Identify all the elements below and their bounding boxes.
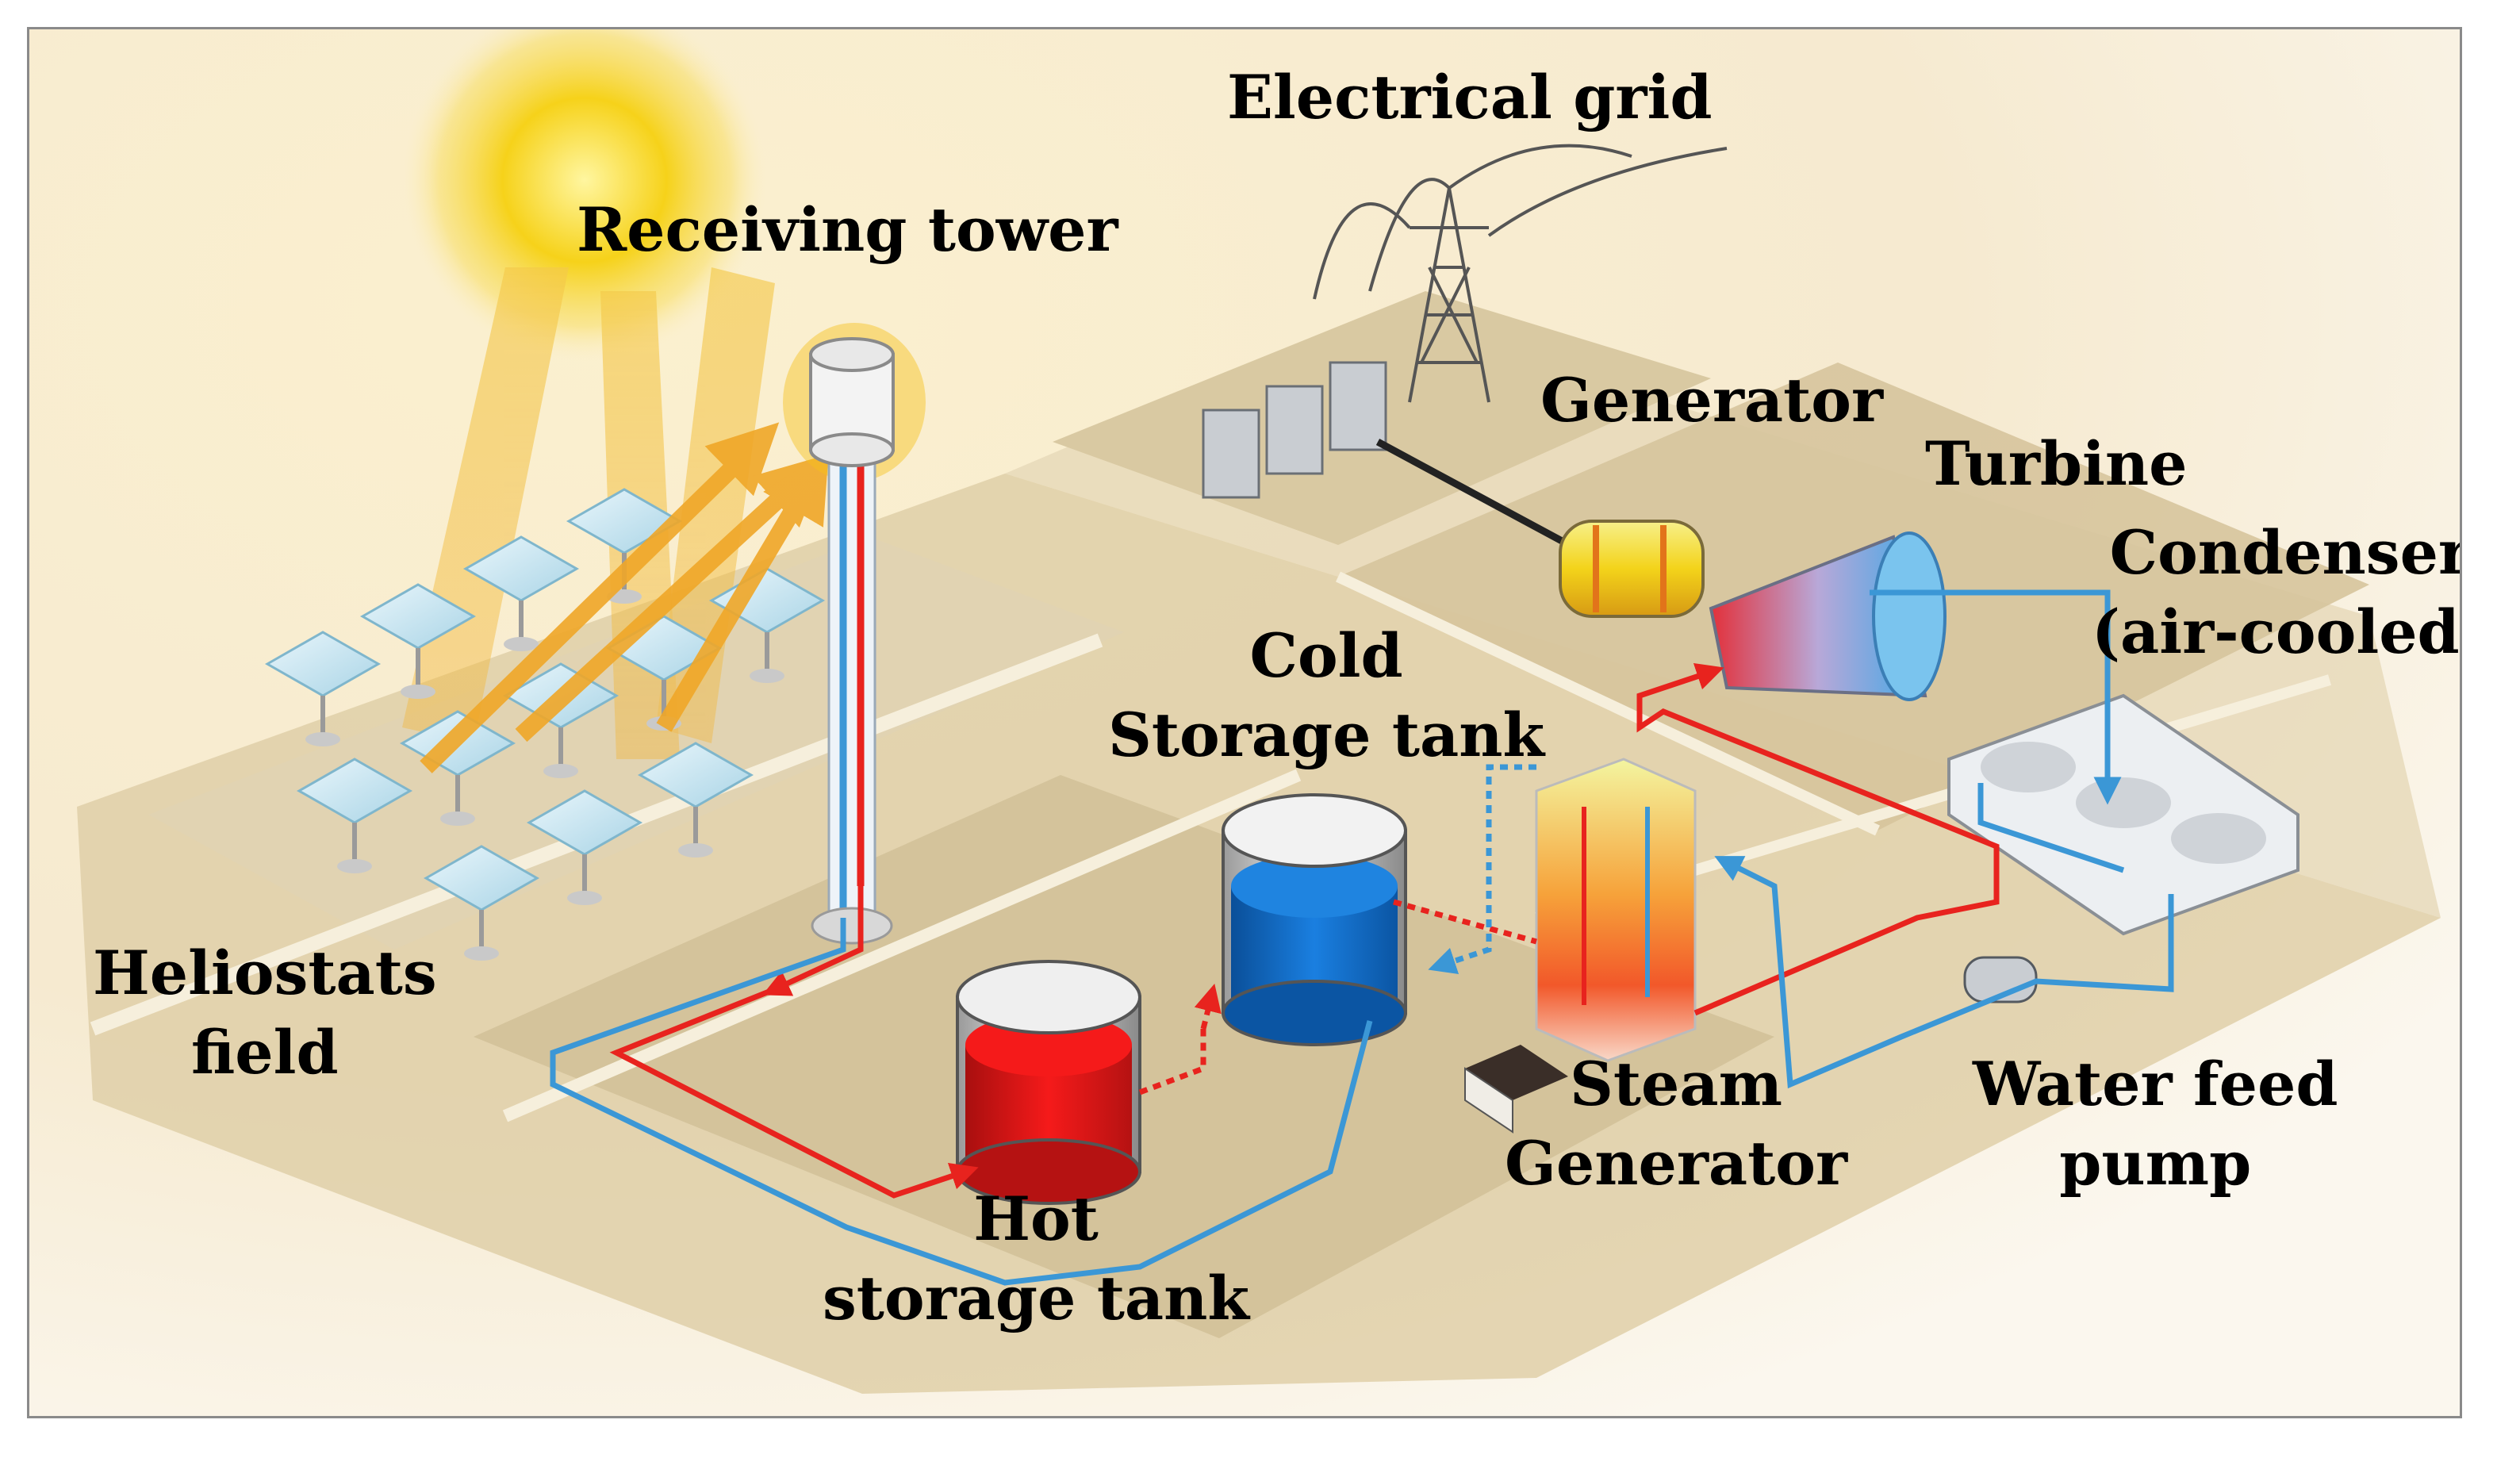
label-steam-generator: Steam Generator [1505, 1049, 1847, 1199]
reflected-rays [420, 422, 829, 773]
hot-storage-tank [956, 960, 1141, 1205]
cold-flow-pipes [550, 589, 2174, 1286]
hot-flow-pipes [609, 662, 2000, 1199]
receiving-tower [783, 323, 926, 945]
label-electrical-grid: Electrical grid [1227, 62, 1713, 132]
label-receiving-tower: Receiving tower [577, 194, 1118, 265]
turbine [1709, 531, 1947, 701]
label-cold-storage-tank: Cold Storage tank [1108, 620, 1545, 771]
steam-generator [1535, 758, 1697, 1062]
control-box [1464, 1045, 1568, 1134]
label-heliostats-field: Heliostats field [93, 938, 437, 1088]
cold-storage-tank [1222, 793, 1407, 1046]
label-turbine: Turbine [1925, 428, 2188, 499]
label-hot-storage-tank: Hot storage tank [823, 1184, 1250, 1334]
generator [1559, 520, 1705, 618]
label-condenser: Condenser (air-cooled) [2092, 517, 2462, 668]
label-water-feed-pump: Water feed pump [1973, 1049, 2338, 1199]
sun [402, 29, 767, 363]
diagram-frame: Electrical grid Receiving tower Generato… [27, 27, 2462, 1418]
transmission-tower [1313, 144, 1728, 403]
csp-plant-illustration [29, 29, 2460, 1416]
condenser [1947, 693, 2299, 936]
label-generator: Generator [1540, 365, 1883, 435]
transformers [1202, 361, 1586, 556]
